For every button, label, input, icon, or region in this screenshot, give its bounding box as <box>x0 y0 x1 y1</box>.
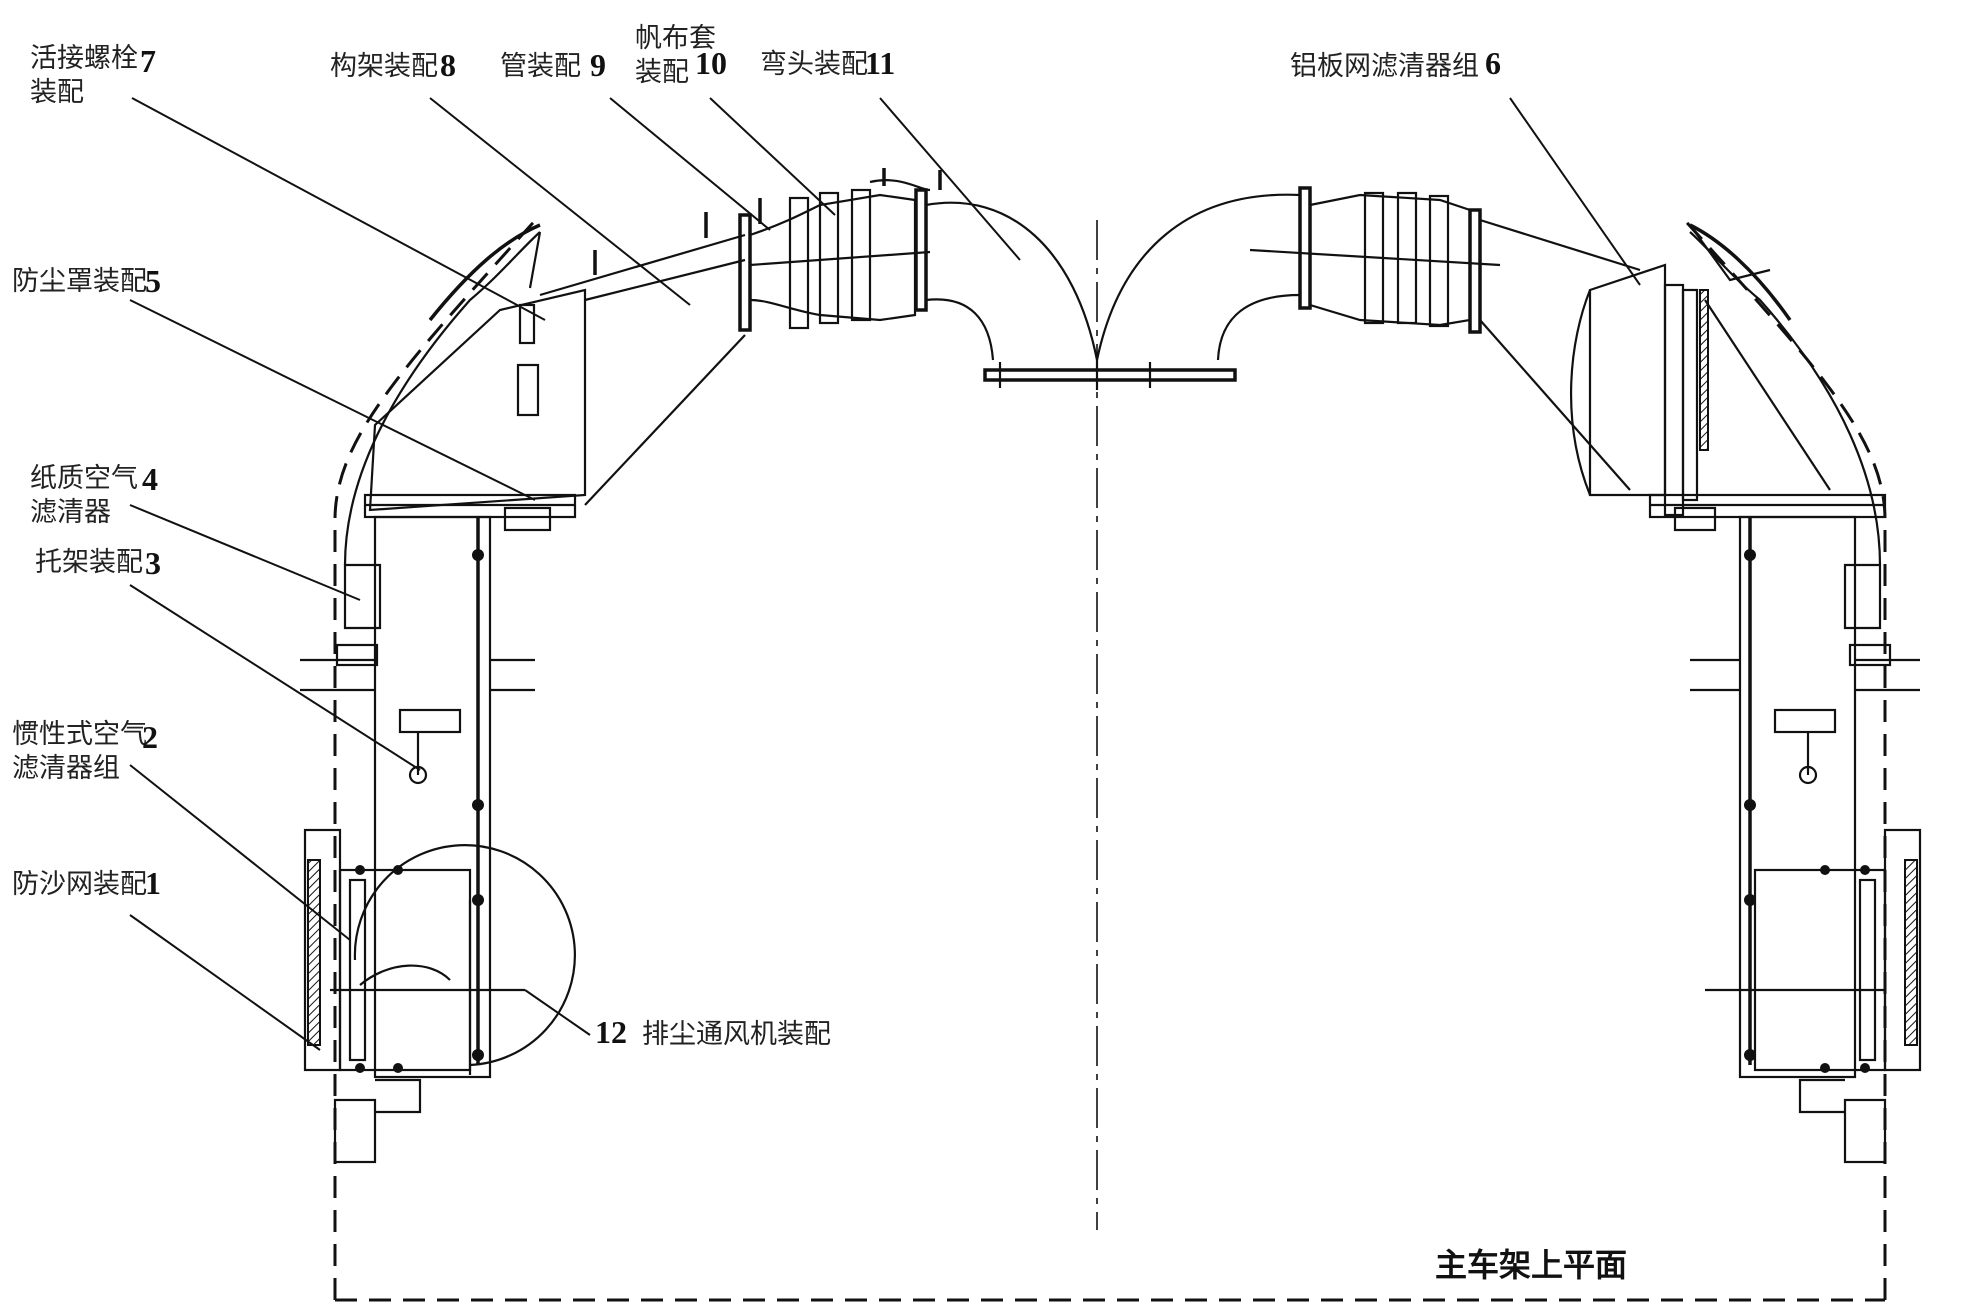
part-8-number: 8 <box>440 47 456 83</box>
part-10-label: 帆布套 装配 <box>635 23 716 88</box>
part-2-label: 惯性式空气 滤清器组 <box>12 719 147 784</box>
part-2-number: 2 <box>142 719 158 755</box>
part-11-label: 弯头装配 <box>760 49 868 80</box>
part-1-label: 防沙网装配 <box>12 869 147 900</box>
part-4-label: 纸质空气 滤清器 <box>30 463 138 528</box>
right-assembly <box>983 186 1922 1164</box>
part-3-number: 3 <box>145 545 161 581</box>
reference-outline <box>333 213 1887 1302</box>
part-9-label: 管装配 <box>500 51 581 82</box>
part-7-number: 7 <box>140 43 156 79</box>
part-9-number: 9 <box>590 47 606 83</box>
part-6-number: 6 <box>1485 45 1501 81</box>
part-10-number: 10 <box>695 45 727 81</box>
part-7-label: 活接螺栓 装配 <box>30 43 138 108</box>
part-5-label: 防尘罩装配 <box>12 266 147 297</box>
part-3-label: 托架装配 <box>35 547 143 578</box>
part-6-label: 铝板网滤清器组 <box>1290 51 1479 82</box>
part-4-number: 4 <box>142 461 158 497</box>
part-12-label: 排尘通风机装配 <box>642 1019 831 1050</box>
reference-plane-label: 主车架上平面 <box>1435 1246 1628 1284</box>
part-11-number: 11 <box>865 45 896 81</box>
left-assembly <box>300 168 1099 1164</box>
part-1-number: 1 <box>145 865 161 901</box>
part-12-number: 12 <box>595 1014 627 1050</box>
leader-lines <box>129 97 1641 1051</box>
part-8-label: 构架装配 <box>330 51 438 82</box>
part-5-number: 5 <box>145 263 161 299</box>
